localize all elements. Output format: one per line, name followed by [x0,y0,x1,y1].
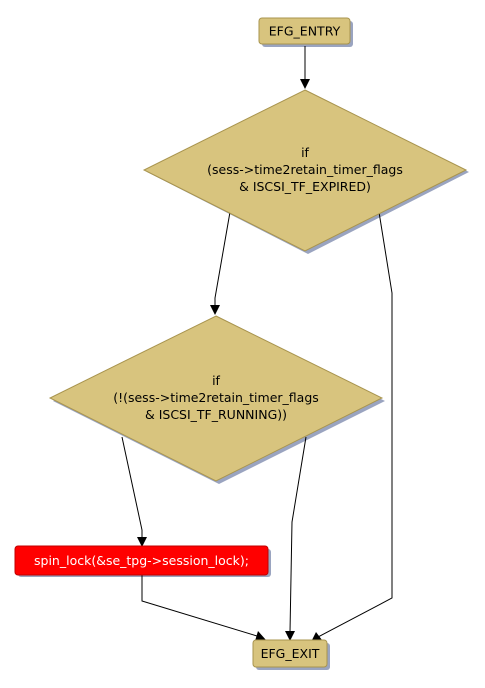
decision1-diamond [142,89,468,252]
edge-decision2-to-exit [289,436,307,633]
decision1-line1: if [301,145,309,160]
edge-statement-to-exit [141,575,258,637]
decision1-line3: & ISCSI_TF_EXPIRED) [239,179,371,194]
edge-decision1-to-exit [317,211,393,638]
entry-box [258,17,351,45]
decision2-line1: if [212,373,220,388]
decision1-line2: (sess->time2retain_timer_flags [207,162,403,177]
decision1-node: if (sess->time2retain_timer_flags & ISCS… [142,89,468,252]
arrowhead-statement-to-exit [255,631,266,641]
exit-node: EFG_EXIT [252,639,328,668]
entry-label: EFG_ENTRY [269,24,341,39]
decision2-line3: & ISCSI_TF_RUNNING)) [145,407,287,422]
statement-node: spin_lock(&se_tpg->session_lock); [14,545,269,576]
arrowhead-entry-to-decision1 [300,79,310,89]
decision2-node: if (!(sess->time2retain_timer_flags & IS… [48,315,384,482]
edge-decision1-to-decision2 [214,211,231,306]
decision2-line2: (!(sess->time2retain_timer_flags [113,390,319,405]
entry-node: EFG_ENTRY [258,17,351,45]
statement-label: spin_lock(&se_tpg->session_lock); [34,553,249,568]
arrowhead-decision2-to-statement [137,537,147,547]
exit-box [252,639,328,668]
arrowhead-decision1-to-decision2 [210,305,220,315]
edge-decision2-to-statement [121,436,143,538]
statement-box [14,545,269,576]
exit-label: EFG_EXIT [261,646,320,661]
decision2-diamond [48,315,384,482]
arrowhead-decision2-to-exit [285,631,295,641]
